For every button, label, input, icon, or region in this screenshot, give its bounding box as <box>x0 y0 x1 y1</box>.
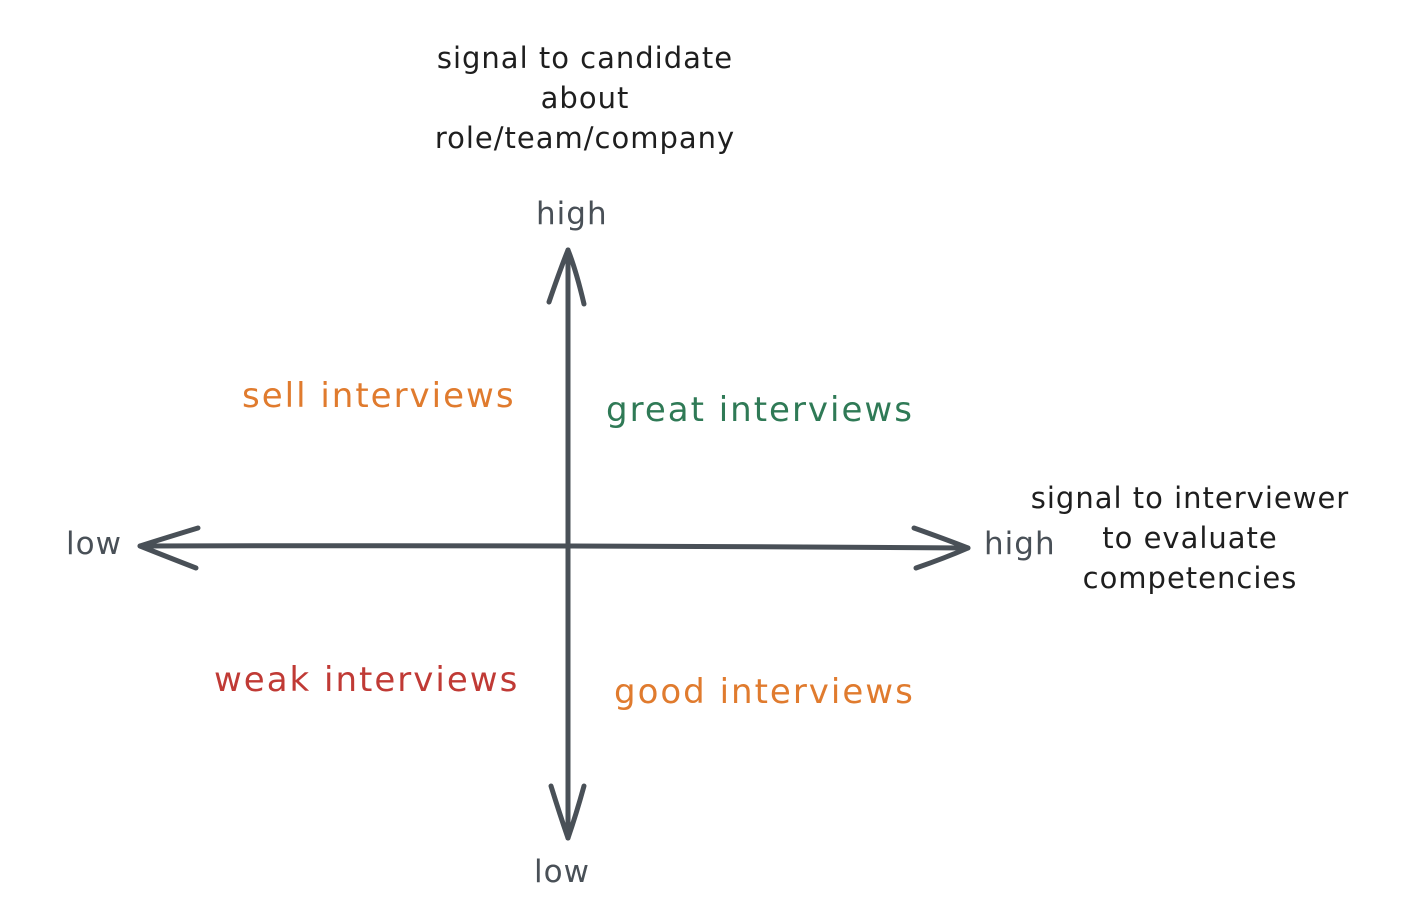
y-axis-title: signal to candidate about role/team/comp… <box>420 38 750 158</box>
y-axis-title-line: signal to candidate <box>436 41 734 75</box>
quadrant-great-interviews: great interviews <box>606 390 914 430</box>
quadrant-sell-interviews: sell interviews <box>242 376 516 416</box>
quadrant-good-interviews: good interviews <box>614 672 915 712</box>
y-axis-title-line: about <box>540 81 630 115</box>
x-axis-title-line: signal to interviewer <box>1030 481 1350 515</box>
y-axis-low-label: low <box>534 854 590 890</box>
x-axis-high-label: high <box>984 526 1056 562</box>
x-axis-line <box>137 543 971 551</box>
y-axis-line <box>565 247 571 841</box>
x-axis-title-line: to evaluate <box>1102 521 1278 555</box>
quadrant-weak-interviews: weak interviews <box>214 660 520 700</box>
x-axis-title: signal to interviewer to evaluate compet… <box>1025 478 1355 598</box>
x-axis-low-arrowhead <box>137 525 201 571</box>
y-axis-high-label: high <box>536 196 608 232</box>
y-axis-title-line: role/team/company <box>434 121 736 155</box>
y-axis-low-arrowhead <box>548 783 587 841</box>
x-axis-title-line: competencies <box>1082 561 1298 595</box>
x-axis-high-arrowhead <box>911 525 971 571</box>
y-axis-high-arrowhead <box>546 247 587 307</box>
x-axis-low-label: low <box>66 526 122 562</box>
